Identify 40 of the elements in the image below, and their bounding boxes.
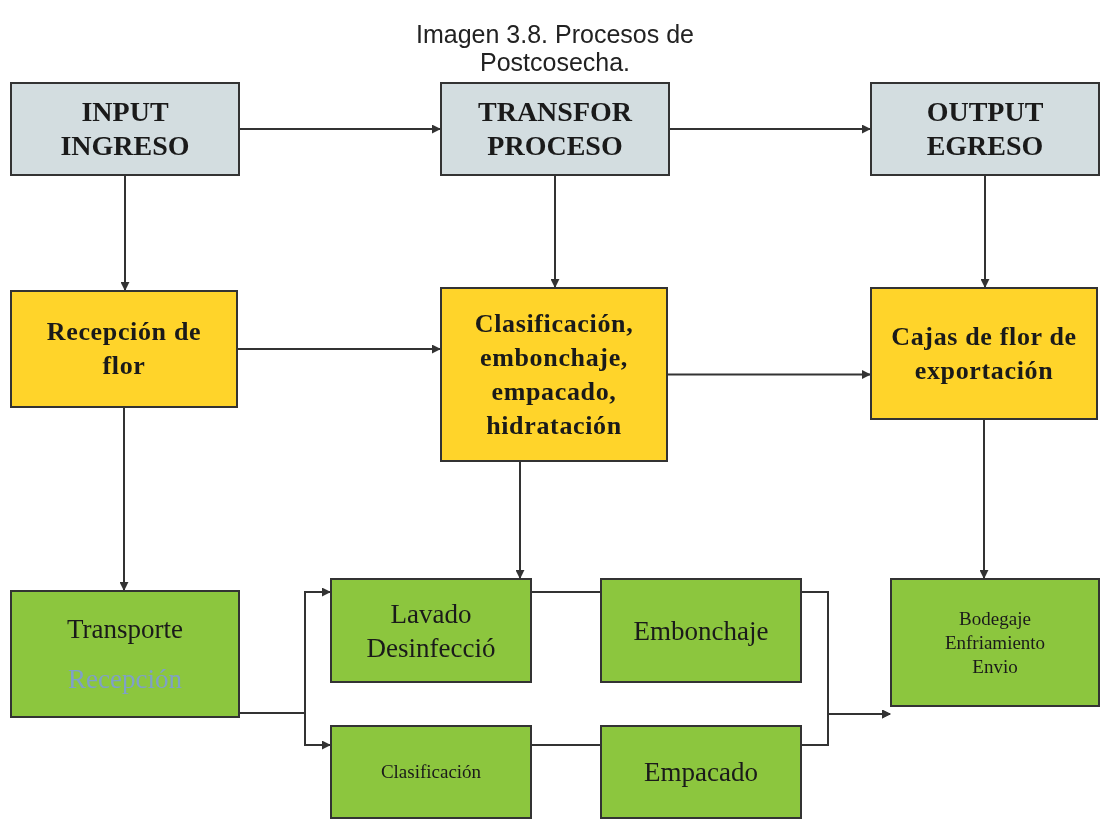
- diagram-title: Imagen 3.8. Procesos de Postcosecha.: [415, 20, 695, 76]
- box-label: Clasificación, embonchaje, empacado, hidratación: [473, 307, 635, 442]
- box-label: Embonchaje: [633, 614, 769, 648]
- arrow: [239, 712, 331, 750]
- process-box: [10, 590, 240, 718]
- stage-box: [10, 82, 240, 176]
- process-box: [890, 578, 1100, 707]
- box-label: Transporte: [67, 613, 183, 646]
- box-label: INPUT INGRESO: [59, 95, 191, 163]
- box-label: TRANSFOR PROCESO: [477, 95, 634, 163]
- arrow: [667, 370, 871, 379]
- box-label: Empacado: [644, 756, 758, 789]
- arrow: [239, 124, 441, 134]
- arrow: [119, 407, 129, 591]
- arrow: [237, 344, 441, 354]
- process-box: [600, 725, 802, 819]
- process-box: [600, 578, 802, 683]
- process-box: [330, 725, 532, 819]
- box-label: Lavado Desinfecció: [365, 597, 497, 665]
- arrow: [515, 461, 525, 579]
- box-label: Recepción: [68, 663, 182, 696]
- connector-line: [531, 744, 601, 746]
- arrow: [979, 419, 989, 579]
- arrow: [801, 709, 891, 746]
- arrow: [669, 124, 871, 134]
- connector-line: [531, 591, 601, 593]
- box-label: Clasificación: [380, 760, 482, 784]
- arrow: [120, 175, 130, 291]
- stage-box: [870, 82, 1100, 176]
- box-label: Cajas de flor de exportación: [890, 320, 1078, 387]
- box-label: Recepción de flor: [45, 316, 203, 382]
- stage-box: [440, 82, 670, 176]
- arrow: [550, 175, 560, 288]
- process-box: [870, 287, 1098, 420]
- box-label: OUTPUT EGRESO: [925, 95, 1045, 163]
- process-box: [440, 287, 668, 462]
- arrow: [980, 175, 990, 288]
- process-box: [10, 290, 238, 408]
- box-label: Bodegaje Enfriamiento Envio: [943, 606, 1047, 679]
- process-box: [330, 578, 532, 683]
